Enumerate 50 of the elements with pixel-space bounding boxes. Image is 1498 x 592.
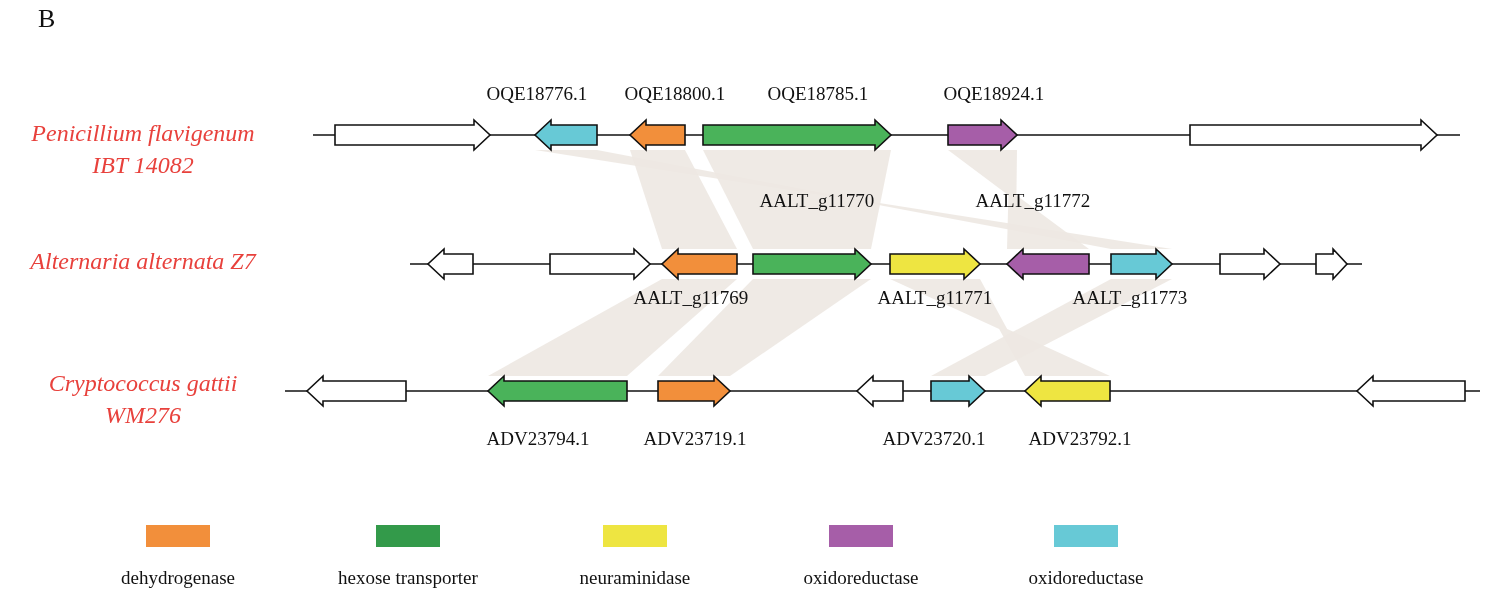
gene-label: ADV23792.1 — [1028, 428, 1132, 450]
gene-label: AALT_g11772 — [975, 190, 1091, 212]
gene-symbol — [427, 248, 474, 280]
gene-label: ADV23794.1 — [486, 428, 590, 450]
gene-symbol — [930, 375, 986, 407]
gene-symbol — [1189, 119, 1438, 151]
gene-label: AALT_g11771 — [877, 287, 993, 309]
gene-label: OQE18776.1 — [486, 83, 588, 105]
panel-letter: B — [38, 8, 56, 30]
gene-symbol — [629, 119, 686, 151]
legend-label: dehydrogenase — [121, 567, 235, 589]
gene-label: ADV23720.1 — [882, 428, 986, 450]
legend-label: oxidoreductase — [1028, 567, 1144, 589]
species-name: Alternaria alternata Z7 — [28, 247, 258, 276]
gene-label: OQE18800.1 — [624, 83, 726, 105]
gene-symbol — [889, 248, 981, 280]
gene-symbol — [661, 248, 738, 280]
gene-symbol — [306, 375, 407, 407]
gene-symbol — [549, 248, 651, 280]
gene-symbol — [1219, 248, 1281, 280]
gene-symbol — [657, 375, 731, 407]
gene-symbol — [1110, 248, 1173, 280]
synteny-band — [931, 279, 1172, 376]
synteny-band — [658, 279, 871, 376]
gene-label: ADV23719.1 — [643, 428, 747, 450]
gene-label: AALT_g11773 — [1072, 287, 1188, 309]
gene-symbol — [752, 248, 872, 280]
species-name: Penicillium flavigenum IBT 14082 — [30, 119, 256, 180]
synteny-band — [488, 279, 737, 376]
legend-label: neuraminidase — [579, 567, 691, 589]
gene-symbol — [1006, 248, 1090, 280]
gene-symbol — [702, 119, 892, 151]
gene-label: AALT_g11769 — [633, 287, 749, 309]
synteny-band — [630, 150, 737, 249]
gene-symbol — [947, 119, 1018, 151]
legend-label: hexose transporter — [338, 567, 478, 589]
gene-symbol — [1315, 248, 1348, 280]
gene-label: OQE18785.1 — [767, 83, 869, 105]
gene-symbol — [1024, 375, 1111, 407]
gene-symbol — [534, 119, 598, 151]
gene-symbol — [487, 375, 628, 407]
species-name: Cryptococcus gattii WM276 — [47, 369, 239, 430]
gene-symbol — [856, 375, 904, 407]
gene-label: AALT_g11770 — [759, 190, 875, 212]
legend-label: oxidoreductase — [803, 567, 919, 589]
gene-symbol — [1356, 375, 1466, 407]
synteny-band — [703, 150, 891, 249]
gene-label: OQE18924.1 — [943, 83, 1045, 105]
gene-symbol — [334, 119, 491, 151]
synteny-band — [948, 150, 1089, 249]
